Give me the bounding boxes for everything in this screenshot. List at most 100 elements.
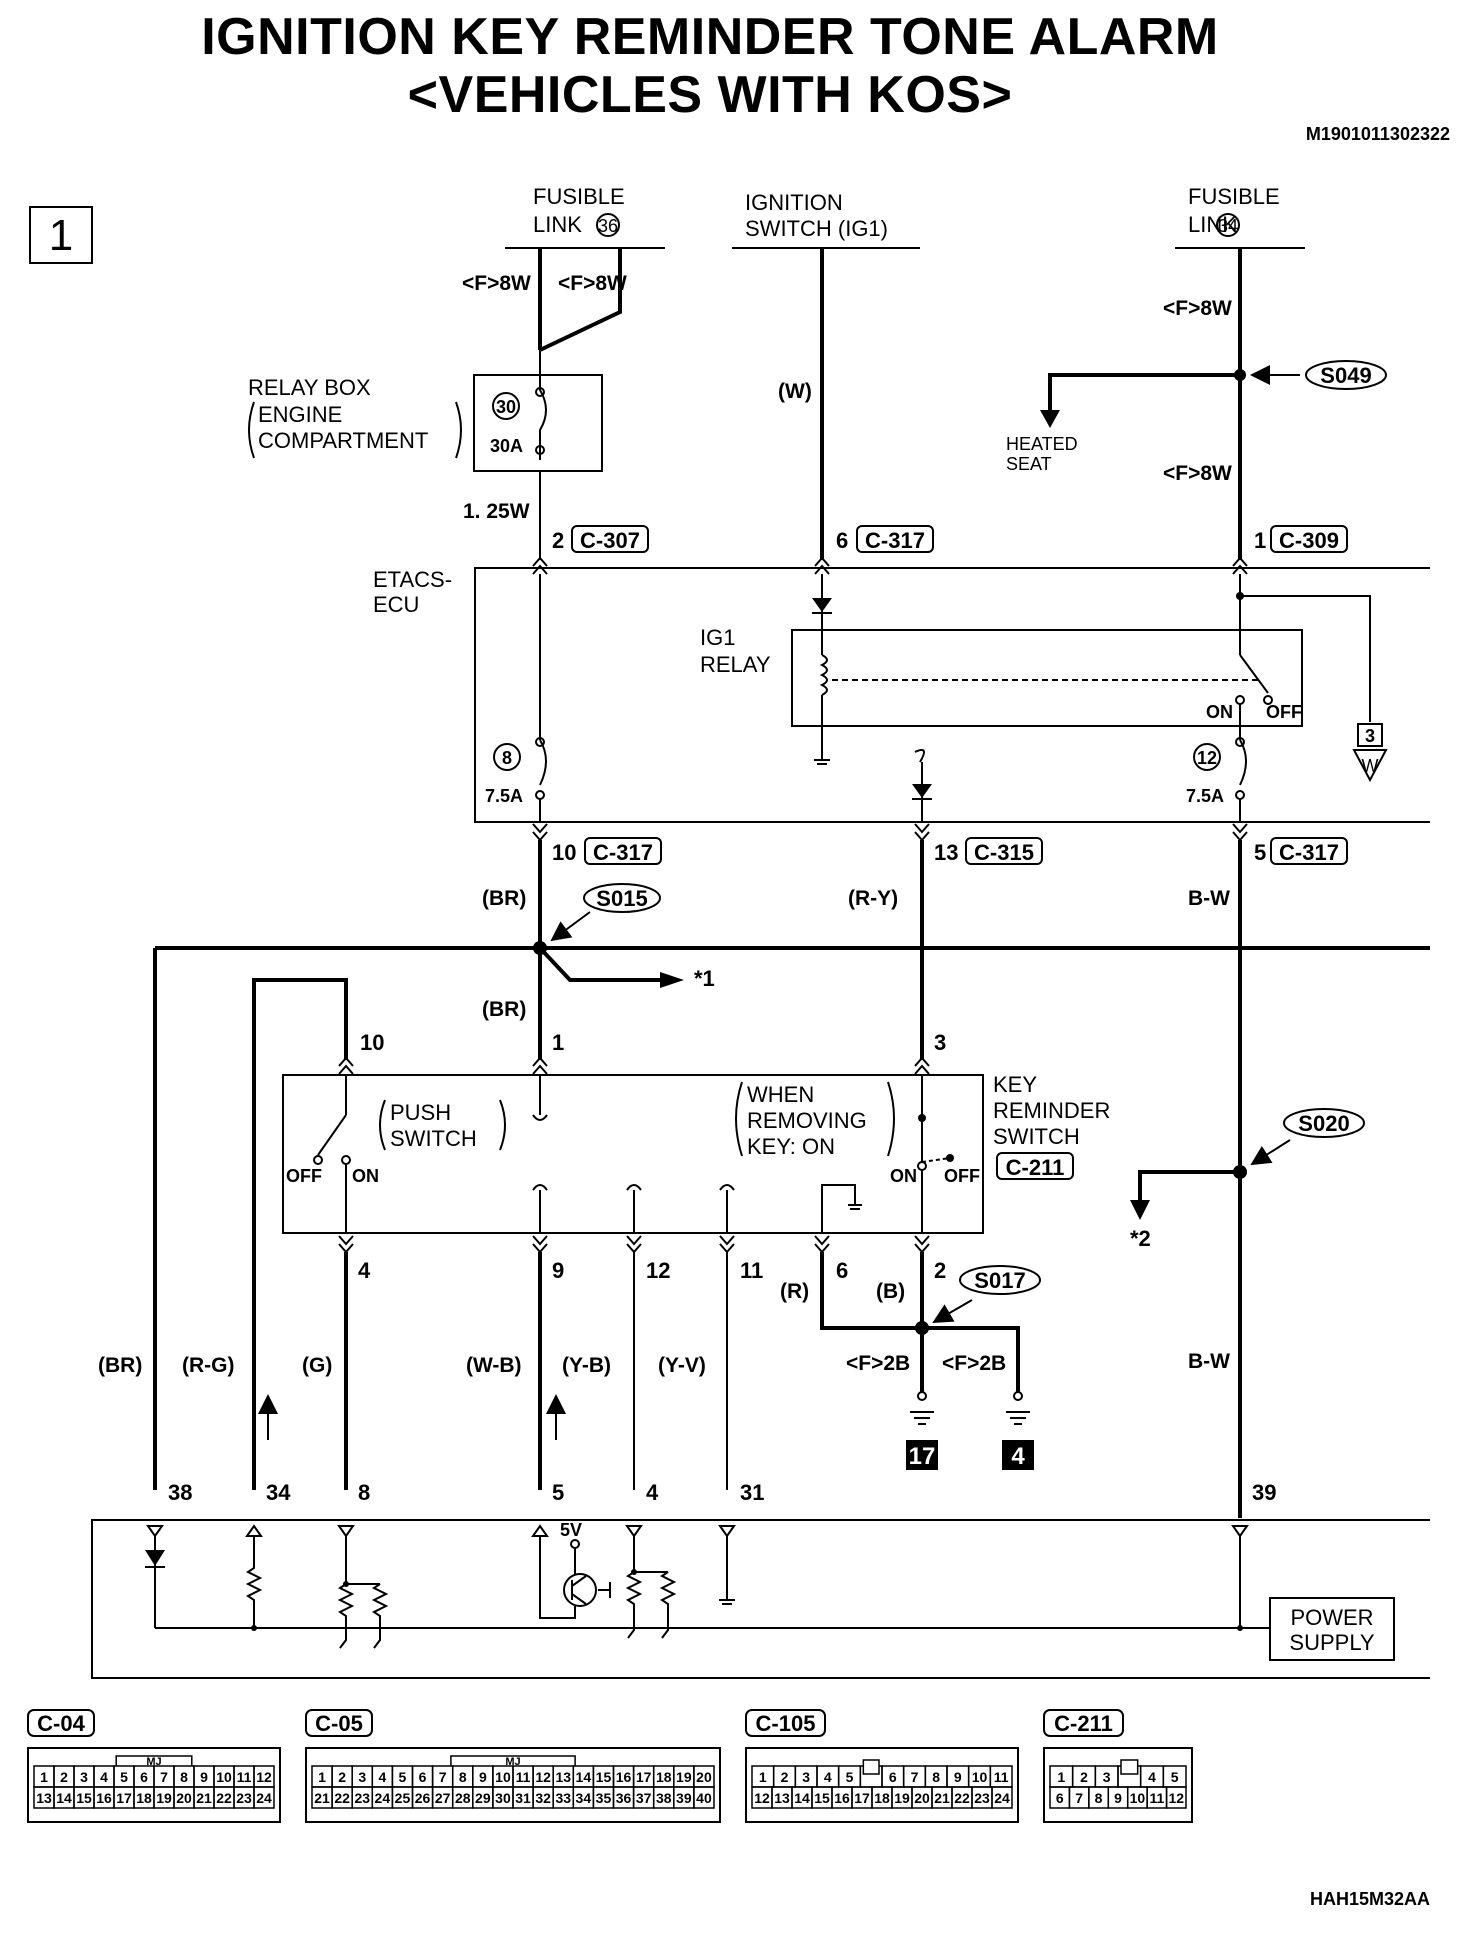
connector-pin: 36 [616, 1790, 632, 1806]
connector-pin: 17 [116, 1790, 132, 1806]
connector-pin: 20 [696, 1769, 712, 1785]
wire-label-br-c: (BR) [98, 1354, 142, 1377]
connector-pin: 9 [1114, 1790, 1122, 1806]
connector-pin: 3 [358, 1769, 366, 1785]
splice-s017-label: S017 [974, 1268, 1025, 1293]
connector-face-label: C-05 [315, 1711, 363, 1736]
wire-label-yb: (Y-B) [562, 1354, 611, 1377]
etacs-fuse-b-rating: 7.5A [1186, 786, 1224, 806]
splice-s049-label: S049 [1320, 363, 1371, 388]
connector-pin: 24 [256, 1790, 272, 1806]
connector-pin: 1 [318, 1769, 326, 1785]
connector-pin: 18 [874, 1790, 890, 1806]
remove-switch-label-2: REMOVING [747, 1108, 867, 1133]
relay-fuse-rating: 30A [490, 436, 523, 456]
ref-5v: 5V [560, 1520, 582, 1540]
wire-label-r: (R) [780, 1280, 809, 1303]
connector-pin: 7 [160, 1769, 168, 1785]
connector-pin: 31 [515, 1790, 531, 1806]
push-switch-on: ON [352, 1166, 379, 1186]
etacs-label-2: ECU [373, 592, 419, 617]
connector-pin: 11 [516, 1769, 531, 1785]
connector-pin: 1 [759, 1769, 767, 1785]
wire-label-yv: (Y-V) [658, 1354, 706, 1377]
connector-pin: 20 [176, 1790, 192, 1806]
etacs-relay-label-1: IG1 [700, 625, 735, 650]
push-switch-label-2: SWITCH [390, 1126, 477, 1151]
connector-pin: 15 [76, 1790, 92, 1806]
etacs-ecu: ETACS- ECU 8 7.5A IG1 RELAY ON OFF [373, 556, 1430, 842]
connector-pin: 35 [596, 1790, 612, 1806]
fusible-link-36-label-2: LINK [533, 212, 582, 237]
connector-pin: 11 [994, 1769, 1009, 1785]
pin-ecu-5: 5 [552, 1480, 564, 1505]
splice-s015-label: S015 [596, 886, 647, 911]
title-block: IGNITION KEY REMINDER TONE ALARM <VEHICL… [0, 8, 1420, 124]
connector-pin: 32 [535, 1790, 551, 1806]
key-switch-connector: C-211 [1006, 1155, 1065, 1180]
wire-label-wb: (W-B) [466, 1354, 522, 1377]
connector-face-label: C-04 [37, 1711, 85, 1736]
connector-pin: 3 [802, 1769, 810, 1785]
connector-pin: 5 [399, 1769, 407, 1785]
connector-pin: 14 [794, 1790, 810, 1806]
ground-17-label: 17 [909, 1443, 936, 1470]
connector-pin: 19 [676, 1769, 692, 1785]
pin-ks-1: 1 [552, 1030, 564, 1055]
connector-pin: 19 [894, 1790, 910, 1806]
connector-pin: 21 [196, 1790, 212, 1806]
connector-pin: 13 [774, 1790, 790, 1806]
relay-box-label-1: RELAY BOX [248, 375, 371, 400]
connector-pin: 2 [338, 1769, 346, 1785]
pin-c307: 2 [552, 528, 564, 553]
connector-pin: 13 [555, 1769, 571, 1785]
connector-pin: 26 [415, 1790, 431, 1806]
connector-c317a: C-317 [865, 528, 925, 553]
connector-pin: 19 [156, 1790, 172, 1806]
relay-box: RELAY BOX ENGINE COMPARTMENT 30 30A [248, 350, 603, 472]
connector-tag: MJ [505, 1756, 520, 1768]
ref-3: 3 [1365, 726, 1375, 746]
connector-pin: 9 [479, 1769, 487, 1785]
pin-ks-11: 11 [740, 1258, 763, 1283]
ignition-switch-label-1: IGNITION [745, 190, 843, 215]
connector-pin: 4 [824, 1769, 832, 1785]
splice-s015 [583, 883, 661, 913]
connector-c317c: C-317 [1279, 840, 1339, 865]
wire-label-bw-a: B-W [1188, 887, 1230, 910]
connector-pin: 7 [911, 1769, 919, 1785]
wire-label-b: (B) [876, 1280, 905, 1303]
fusible-link-34-number: 34 [1218, 216, 1238, 236]
connector-pin: 2 [60, 1769, 68, 1785]
wire-label-f8w-a: <F>8W [462, 272, 531, 295]
connector-face-label: C-105 [756, 1711, 816, 1736]
key-switch-label-3: SWITCH [993, 1124, 1080, 1149]
wire-label-f8w-d: <F>8W [1163, 462, 1232, 485]
connector-pin: 23 [974, 1790, 990, 1806]
connector-pin: 11 [1149, 1790, 1164, 1806]
pin-ecu-34: 34 [266, 1480, 291, 1505]
heated-seat-label-2: SEAT [1006, 454, 1052, 474]
key-switch-label-2: REMINDER [993, 1098, 1110, 1123]
connector-pin: 10 [972, 1769, 988, 1785]
pin-ks-10: 10 [360, 1030, 384, 1055]
splice-s017-dot [915, 1321, 929, 1335]
power-supply-label-1: POWER [1290, 1605, 1373, 1630]
pin-ecu-31: 31 [740, 1480, 764, 1505]
push-switch-off: OFF [286, 1166, 322, 1186]
fusible-link-34-label-1: FUSIBLE [1188, 184, 1280, 209]
pin-ecu-39: 39 [1252, 1480, 1276, 1505]
connector-pin: 18 [656, 1769, 672, 1785]
connector-pin: 16 [96, 1790, 112, 1806]
etacs-fuse-a-rating: 7.5A [485, 786, 523, 806]
wire-label-g: (G) [302, 1354, 332, 1377]
connector-c317b: C-317 [593, 840, 653, 865]
pin-ks-3: 3 [934, 1030, 946, 1055]
diagram-title-line1: IGNITION KEY REMINDER TONE ALARM [201, 8, 1219, 66]
connector-pin: 6 [889, 1769, 897, 1785]
sheet-number-box: 1 [29, 206, 93, 264]
connector-pin: 4 [378, 1769, 386, 1785]
wire-label-br-a: (BR) [482, 887, 526, 910]
